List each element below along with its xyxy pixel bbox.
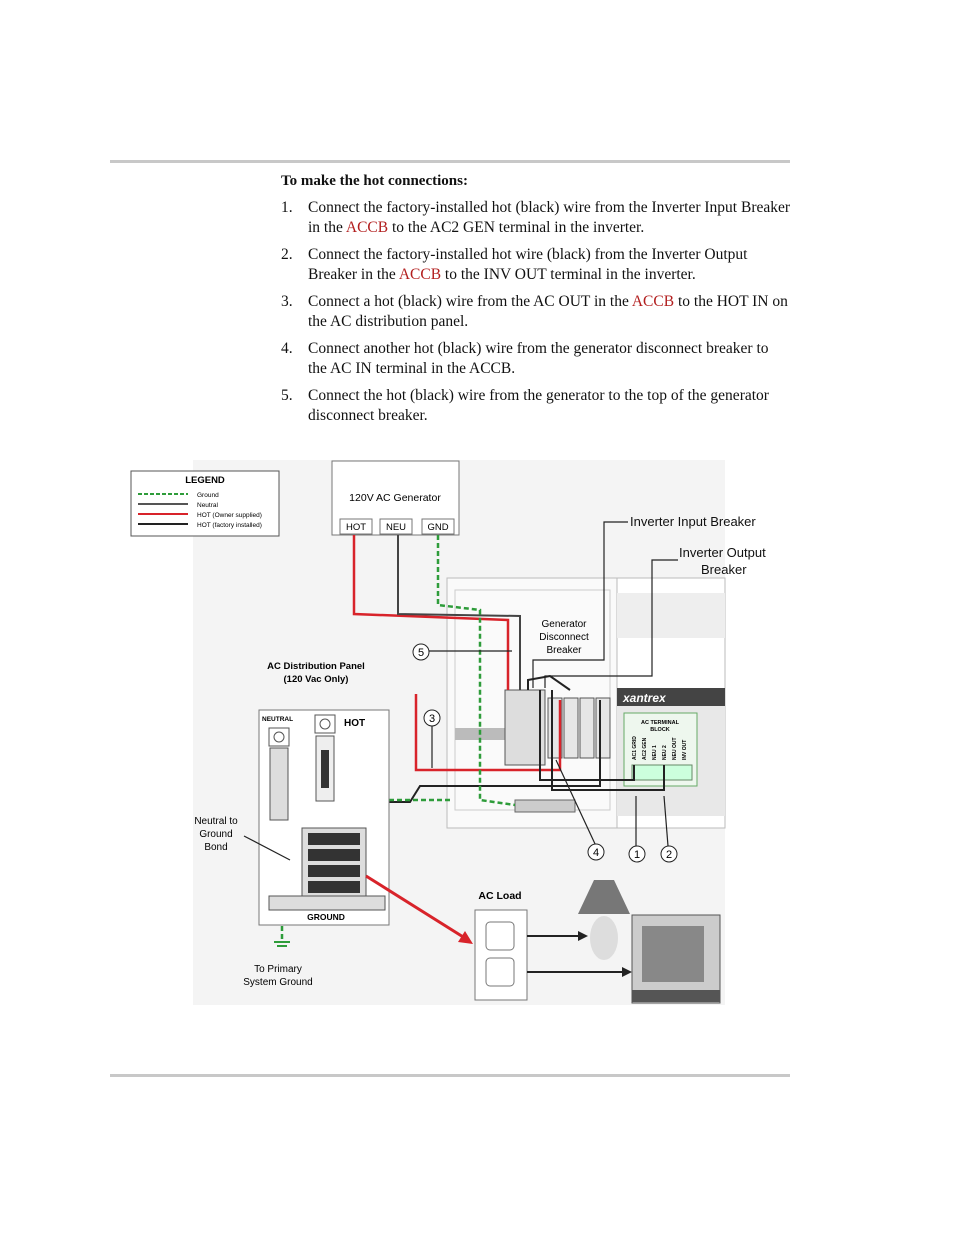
wiring-diagram: LEGEND Ground Neutral HOT (Owner supplie… bbox=[130, 460, 726, 1005]
generator-title: 120V AC Generator bbox=[349, 492, 441, 504]
ac-panel-subtitle: (120 Vac Only) bbox=[284, 674, 349, 685]
callout-5: 5 bbox=[418, 647, 424, 659]
gen-disconnect-label-2: Disconnect bbox=[539, 632, 589, 643]
step-text: Connect the hot (black) wire from the ge… bbox=[308, 387, 769, 424]
accb-link[interactable]: ACCB bbox=[398, 266, 442, 283]
ac-distribution-panel: AC Distribution Panel (120 Vac Only) NEU… bbox=[258, 661, 390, 926]
gen-disconnect-label-1: Generator bbox=[541, 619, 587, 630]
step-item: 1. Connect the factory-installed hot (bla… bbox=[281, 198, 791, 238]
callout-2: 2 bbox=[666, 849, 672, 861]
inverter: xantrex AC TERMINAL BLOCK AC1 GRID AC2 GE… bbox=[616, 577, 726, 829]
step-text-after: to the INV OUT terminal in the inverter. bbox=[441, 266, 696, 283]
legend-hot-owner: HOT (Owner supplied) bbox=[197, 512, 262, 519]
terminal-block-label: NEU 2 bbox=[662, 745, 668, 760]
step-number: 1. bbox=[281, 199, 293, 216]
neutral-label: NEUTRAL bbox=[262, 716, 293, 723]
section-heading: To make the hot connections: bbox=[281, 173, 468, 189]
primary-ground-label-2: System Ground bbox=[243, 977, 312, 988]
step-number: 2. bbox=[281, 246, 293, 263]
ground-label: GROUND bbox=[307, 912, 345, 922]
top-rule bbox=[110, 160, 790, 163]
terminal-gnd: GND bbox=[427, 522, 448, 533]
step-text: Connect the factory-installed hot (black… bbox=[308, 199, 791, 236]
legend: LEGEND Ground Neutral HOT (Owner supplie… bbox=[130, 470, 280, 537]
bond-label-1: Neutral to bbox=[194, 816, 238, 827]
terminal-hot: HOT bbox=[346, 522, 366, 533]
terminal-block-label: AC1 GRID bbox=[632, 736, 638, 760]
step-text-after: to the AC2 GEN terminal in the inverter. bbox=[388, 219, 645, 236]
step-item: 4. Connect another hot (black) wire from … bbox=[281, 339, 791, 379]
step-number: 5. bbox=[281, 387, 293, 404]
terminal-block-label: INV OUT bbox=[682, 740, 688, 760]
legend-title: LEGEND bbox=[185, 475, 225, 486]
step-text: Connect a hot (black) wire from the AC O… bbox=[308, 293, 632, 310]
bond-label-3: Bond bbox=[204, 842, 227, 853]
accb-link[interactable]: ACCB bbox=[631, 293, 675, 310]
step-item: 2. Connect the factory-installed hot wire… bbox=[281, 245, 791, 285]
terminal-block-title-2: BLOCK bbox=[650, 727, 670, 733]
step-item: 3. Connect a hot (black) wire from the AC… bbox=[281, 292, 791, 332]
inverter-output-breaker-label-2: Breaker bbox=[701, 562, 747, 577]
brand-logo: xantrex bbox=[622, 691, 667, 705]
generator: 120V AC Generator HOT NEU GND bbox=[331, 460, 460, 536]
ac-panel-title: AC Distribution Panel bbox=[267, 661, 365, 672]
callout-1: 1 bbox=[634, 849, 640, 861]
ac-load-label: AC Load bbox=[478, 890, 521, 902]
legend-ground: Ground bbox=[197, 492, 219, 499]
callout-4: 4 bbox=[593, 847, 599, 859]
bond-label-2: Ground bbox=[199, 829, 232, 840]
primary-ground-label-1: To Primary bbox=[254, 964, 302, 975]
terminal-block-label: NEU OUT bbox=[672, 738, 678, 761]
ac-load: AC Load bbox=[474, 880, 721, 1004]
step-number: 3. bbox=[281, 293, 293, 310]
inverter-input-breaker-label: Inverter Input Breaker bbox=[630, 514, 756, 529]
terminal-block-title: AC TERMINAL bbox=[641, 720, 680, 726]
step-text: Connect the factory-installed hot wire (… bbox=[308, 246, 748, 283]
inverter-output-breaker-label-1: Inverter Output bbox=[679, 545, 766, 560]
step-number: 4. bbox=[281, 340, 293, 357]
legend-neutral: Neutral bbox=[197, 502, 219, 509]
terminal-neu: NEU bbox=[386, 522, 406, 533]
bottom-rule bbox=[110, 1074, 790, 1077]
step-text-after: to the HOT IN on the AC distribution pan… bbox=[308, 293, 788, 330]
terminal-block-label: AC2 GEN bbox=[642, 737, 648, 760]
step-item: 5. Connect the hot (black) wire from the … bbox=[281, 386, 791, 426]
accb-link[interactable]: ACCB bbox=[345, 219, 389, 236]
hot-label: HOT bbox=[344, 718, 365, 729]
step-text: Connect another hot (black) wire from th… bbox=[308, 340, 769, 377]
terminal-block-label: NEU 1 bbox=[652, 745, 658, 760]
legend-hot-factory: HOT (factory installed) bbox=[197, 522, 262, 529]
steps-list: 1. Connect the factory-installed hot (bla… bbox=[281, 198, 791, 433]
callout-3: 3 bbox=[429, 713, 435, 725]
gen-disconnect-label-3: Breaker bbox=[546, 645, 582, 656]
